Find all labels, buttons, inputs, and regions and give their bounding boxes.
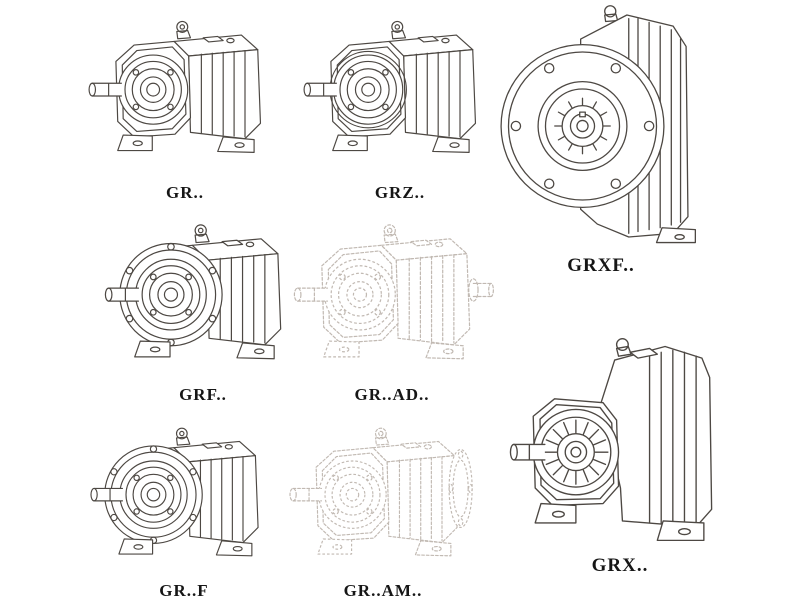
product-gr-am: GR..AM.. [283, 414, 483, 600]
product-label-gr: GR.. [166, 183, 204, 202]
grxf-gearbox-drawing [500, 5, 696, 244]
product-grx: GRX.. [505, 298, 735, 577]
gr-am-gearbox-drawing [288, 427, 473, 557]
grz-gearbox-drawing [303, 20, 477, 153]
product-label-gr-am: GR..AM.. [343, 581, 423, 600]
product-label-grf: GRF.. [179, 385, 227, 404]
product-gr: GR.. [85, 2, 285, 203]
product-label-grz: GRZ.. [374, 183, 426, 202]
gr-gearbox-drawing [88, 20, 262, 153]
grx-gearbox-drawing [509, 338, 713, 542]
product-grf: GRF.. [98, 210, 308, 405]
product-gr-ad: GR..AD.. [287, 210, 497, 405]
product-gr-f: GR..F [84, 414, 284, 600]
gr-ad-gearbox-drawing [293, 224, 494, 360]
product-label-gr-f: GR..F [159, 581, 209, 600]
product-label-grxf: GRXF.. [567, 255, 635, 276]
product-grxf: GRXF.. [495, 0, 707, 277]
grf-gearbox-drawing [104, 224, 281, 360]
gr-f-gearbox-drawing [89, 427, 259, 557]
product-label-gr-ad: GR..AD.. [354, 385, 430, 404]
product-label-grx: GRX.. [591, 555, 649, 576]
product-grz: GRZ.. [300, 2, 500, 203]
